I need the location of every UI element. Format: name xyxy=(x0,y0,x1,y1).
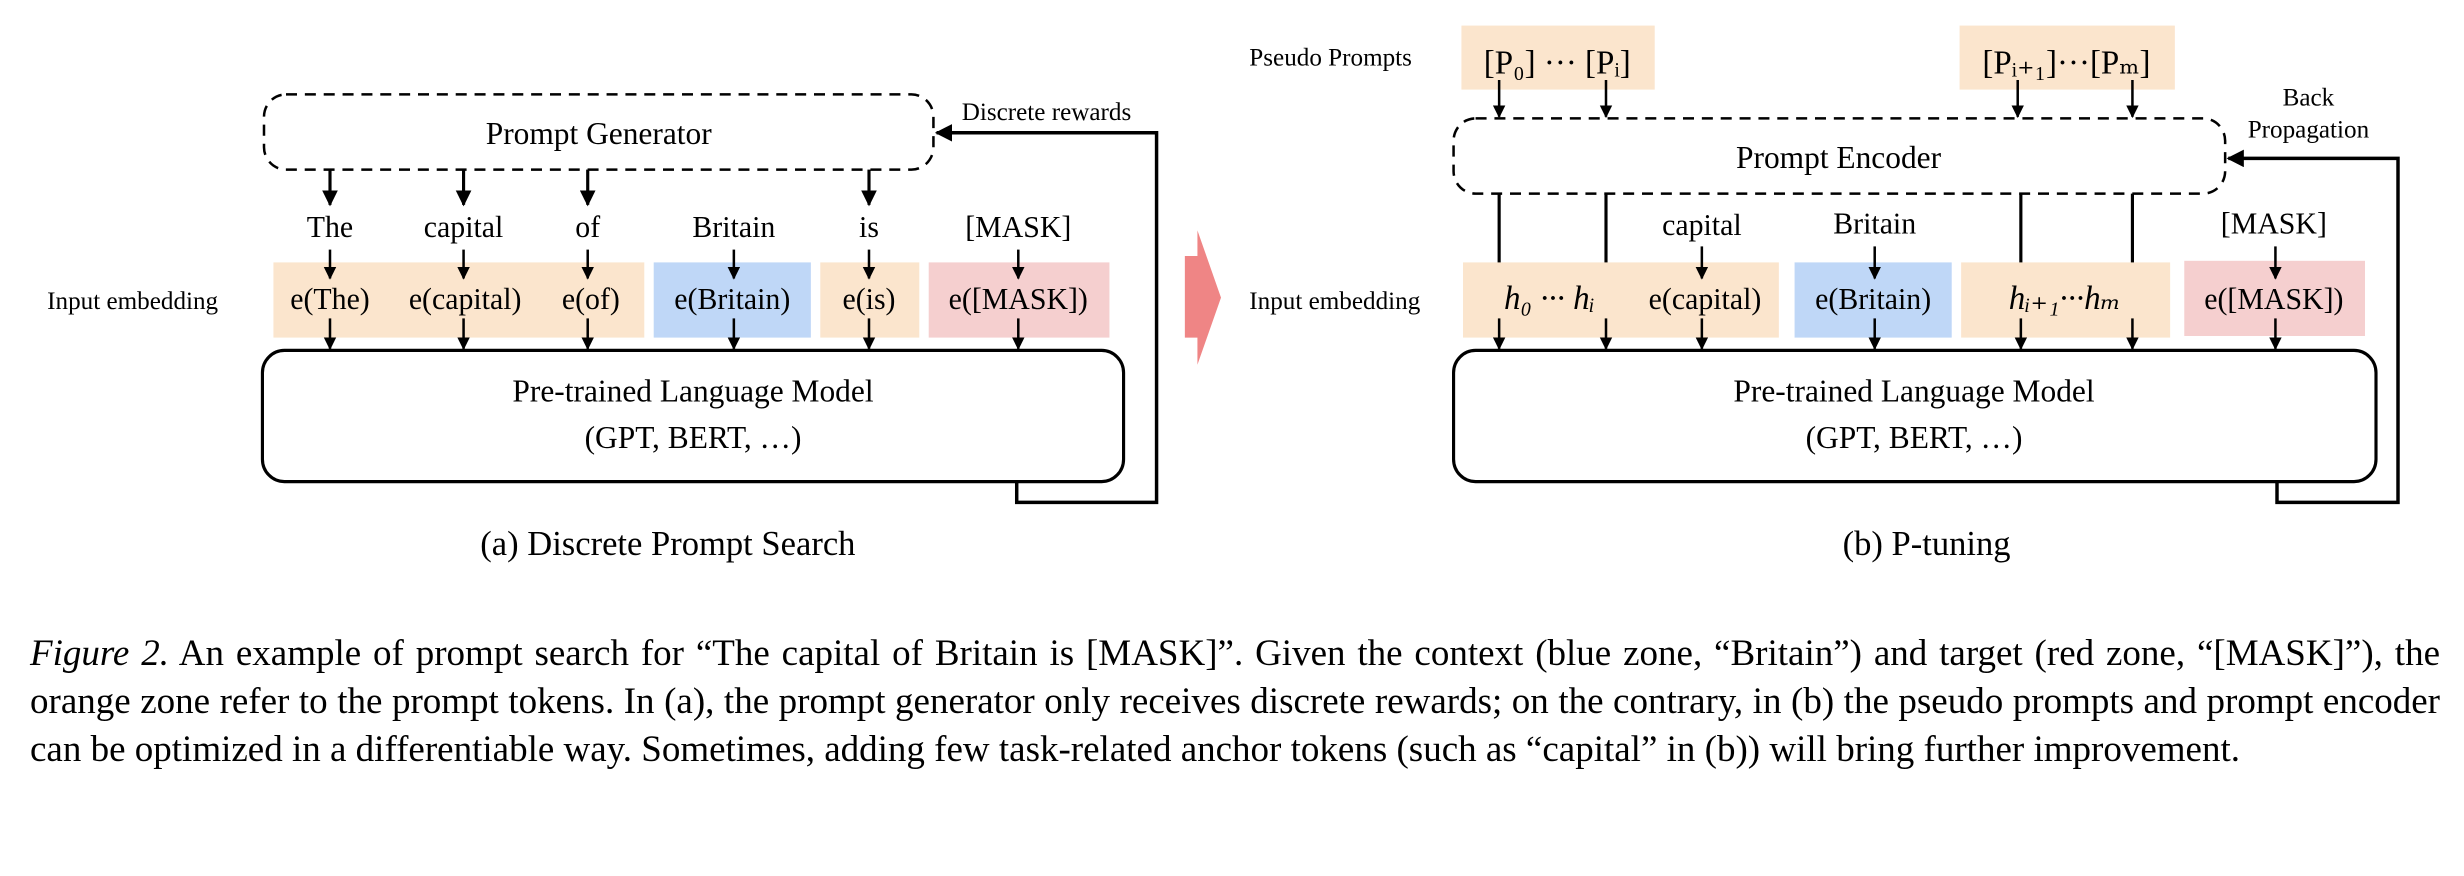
backprop-label-line1: Back xyxy=(2283,83,2335,111)
figure-diagram: Prompt Generator The capital of Britain … xyxy=(47,25,2400,563)
pseudo-prompt-zone-2 xyxy=(1959,25,2175,90)
pseudo-prompts-label: Pseudo Prompts xyxy=(1249,43,1412,71)
subtitle-a: (a) Discrete Prompt Search xyxy=(480,524,855,563)
emb-britain-b: e(Britain) xyxy=(1815,282,1931,316)
emb-capital: e(capital) xyxy=(409,282,522,316)
emb-britain: e(Britain) xyxy=(674,282,790,316)
language-model-box-a xyxy=(260,348,1126,484)
reward-feedback-arrow xyxy=(934,124,1159,505)
discrete-rewards-label: Discrete rewards xyxy=(962,98,1132,126)
emb-mask: e([MASK]) xyxy=(949,282,1088,316)
prompt-generator-label: Prompt Generator xyxy=(486,116,712,151)
language-model-box-b xyxy=(1452,348,2378,484)
token-mask-b: [MASK] xyxy=(2221,206,2327,240)
emb-the: e(The) xyxy=(290,282,370,316)
panel-b: Pseudo Prompts [P₀] ··· [Pᵢ] [Pᵢ₊₁]···[P… xyxy=(1249,25,2400,563)
hidden-group-1: h₀ ··· hᵢ xyxy=(1504,280,1595,317)
anchor-token-capital: capital xyxy=(1662,208,1742,242)
token-is: is xyxy=(859,210,879,244)
token-capital: capital xyxy=(424,210,504,244)
prompt-encoder-box xyxy=(1452,117,2227,195)
lm-models-a: (GPT, BERT, …) xyxy=(585,420,802,455)
figure-caption: Figure 2. An example of prompt search fo… xyxy=(30,630,2440,774)
backprop-feedback-arrow xyxy=(2226,149,2400,505)
hidden-group-2: hᵢ₊₁···hₘ xyxy=(2009,280,2121,317)
embedding-arrows-b xyxy=(1492,246,2282,351)
pseudo-prompts-group-1: [P₀] ··· [Pᵢ] xyxy=(1484,44,1631,81)
panel-a: Prompt Generator The capital of Britain … xyxy=(47,93,1159,563)
prompt-encoder-label: Prompt Encoder xyxy=(1736,140,1941,175)
token-mask: [MASK] xyxy=(965,210,1071,244)
caption-text: An example of prompt search for “The cap… xyxy=(30,633,2440,770)
caption-label: Figure 2. xyxy=(30,633,169,674)
input-embedding-label-a: Input embedding xyxy=(47,287,218,315)
token-of: of xyxy=(575,210,601,244)
transition-arrow-icon xyxy=(1184,230,1221,365)
lm-label-a: Pre-trained Language Model xyxy=(512,373,873,408)
lm-label-b: Pre-trained Language Model xyxy=(1733,373,2094,408)
lm-models-b: (GPT, BERT, …) xyxy=(1806,420,2023,455)
pseudo-arrows xyxy=(1492,80,2139,119)
token-britain-b: Britain xyxy=(1833,206,1916,240)
backprop-label-line2: Propagation xyxy=(2248,115,2370,143)
emb-capital-b: e(capital) xyxy=(1649,282,1762,316)
subtitle-b: (b) P-tuning xyxy=(1843,524,2011,563)
prompt-zone-b1 xyxy=(1463,262,1779,338)
emb-mask-b: e([MASK]) xyxy=(2204,282,2343,316)
input-embedding-label-b: Input embedding xyxy=(1249,287,1420,315)
emb-is: e(is) xyxy=(842,282,895,316)
pseudo-prompts-group-2: [Pᵢ₊₁]···[Pₘ] xyxy=(1982,44,2150,81)
generator-arrows xyxy=(322,169,877,207)
embedding-arrows-a xyxy=(323,249,1025,351)
emb-of: e(of) xyxy=(562,282,620,316)
prompt-zone-b2 xyxy=(1961,262,2171,338)
pseudo-prompt-zone-1 xyxy=(1461,25,1655,90)
token-britain: Britain xyxy=(692,210,775,244)
token-the: The xyxy=(307,210,353,244)
prompt-generator-box xyxy=(262,93,935,171)
